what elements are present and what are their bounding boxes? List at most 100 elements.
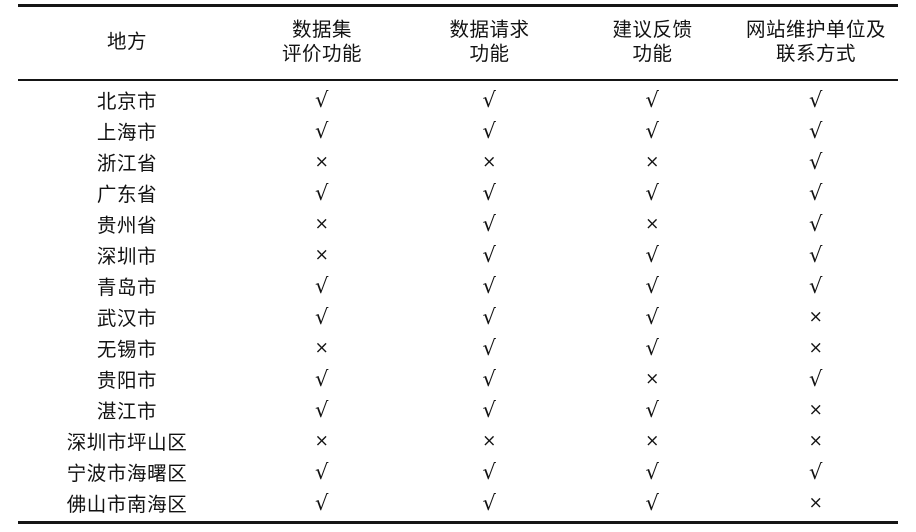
- cell-place: 宁波市海曙区: [66, 462, 188, 485]
- check-icon: √: [315, 181, 329, 205]
- table-row: 贵阳市 √ √ × √: [18, 363, 898, 394]
- cross-icon: ×: [482, 431, 497, 451]
- cell-site-maintainer-contact: ×: [734, 487, 898, 524]
- cell-dataset-evaluation: √: [236, 115, 408, 146]
- column-header-suggestion-feedback-line-1: 建议反馈: [612, 18, 693, 42]
- cross-icon: ×: [808, 493, 824, 513]
- cell-suggestion-feedback: ×: [571, 208, 734, 239]
- cell-data-request: √: [408, 80, 571, 115]
- cell-data-request: √: [408, 270, 571, 301]
- table-row: 无锡市×√√×: [18, 332, 898, 363]
- cell-dataset-evaluation: √: [236, 394, 408, 425]
- check-icon: √: [482, 305, 497, 329]
- cell-place: 贵阳市: [96, 369, 158, 392]
- cell-suggestion-feedback: ×: [571, 363, 734, 394]
- column-header-data-request-line-1: 数据请求: [449, 18, 530, 42]
- cell-site-maintainer-contact: ×: [734, 301, 898, 332]
- check-icon: √: [482, 398, 497, 422]
- cell-suggestion-feedback: √: [571, 80, 734, 115]
- check-icon: √: [315, 119, 329, 143]
- check-icon: √: [809, 212, 823, 236]
- check-icon: √: [482, 460, 497, 484]
- cell-site-maintainer-contact: ×: [734, 394, 898, 425]
- check-icon: √: [809, 367, 823, 391]
- check-icon: √: [645, 88, 660, 112]
- table-container: 地方 数据集 评价功能 数据请求 功能 建议反馈 功能 网站维护单位及 联系方式: [0, 4, 916, 532]
- cell-place: 广东省: [96, 183, 158, 206]
- cell-site-maintainer-contact: ×: [734, 425, 898, 456]
- check-icon: √: [809, 243, 823, 267]
- column-header-data-request-line-2: 功能: [469, 42, 510, 65]
- cross-icon: ×: [482, 152, 497, 172]
- cross-icon: ×: [314, 214, 330, 234]
- check-icon: √: [482, 274, 497, 298]
- cell-dataset-evaluation: √: [236, 80, 408, 115]
- cell-data-request: √: [408, 487, 571, 524]
- cell-place: 浙江省: [96, 152, 158, 175]
- cell-suggestion-feedback: √: [571, 270, 734, 301]
- check-icon: √: [645, 491, 660, 515]
- cell-site-maintainer-contact: √: [734, 270, 898, 301]
- cell-dataset-evaluation: √: [236, 270, 408, 301]
- check-icon: √: [315, 367, 329, 391]
- table-row: 武汉市√√√×: [18, 301, 898, 332]
- cross-icon: ×: [645, 152, 660, 172]
- cell-place: 无锡市: [96, 338, 158, 361]
- cell-data-request: √: [408, 177, 571, 208]
- cell-place: 深圳市: [96, 245, 158, 268]
- check-icon: √: [482, 336, 497, 360]
- cell-data-request: ×: [408, 146, 571, 177]
- check-icon: √: [645, 398, 660, 422]
- cell-suggestion-feedback: √: [571, 115, 734, 146]
- check-icon: √: [482, 212, 497, 236]
- check-icon: √: [809, 181, 823, 205]
- check-icon: √: [809, 88, 823, 112]
- check-icon: √: [809, 274, 823, 298]
- open-data-platform-feature-table: 地方 数据集 评价功能 数据请求 功能 建议反馈 功能 网站维护单位及 联系方式: [18, 4, 898, 524]
- table-row: 深圳市 × √ √ √: [18, 239, 898, 270]
- cross-icon: ×: [314, 431, 330, 451]
- cell-suggestion-feedback: √: [571, 394, 734, 425]
- cell-dataset-evaluation: √: [236, 363, 408, 394]
- table-row: 浙江省×××√: [18, 146, 898, 177]
- cell-data-request: √: [408, 332, 571, 363]
- table-row: 北京市√√√√: [18, 80, 898, 115]
- cell-site-maintainer-contact: ×: [734, 332, 898, 363]
- cell-site-maintainer-contact: √: [734, 239, 898, 270]
- column-header-suggestion-feedback-line-2: 功能: [632, 42, 673, 65]
- check-icon: √: [315, 88, 329, 112]
- cell-dataset-evaluation: ×: [236, 239, 408, 270]
- check-icon: √: [645, 243, 660, 267]
- cell-data-request: √: [408, 208, 571, 239]
- check-icon: √: [809, 460, 823, 484]
- cell-data-request: √: [408, 394, 571, 425]
- check-icon: √: [645, 274, 660, 298]
- check-icon: √: [809, 119, 823, 143]
- column-header-suggestion-feedback: 建议反馈 功能: [571, 4, 734, 81]
- check-icon: √: [482, 243, 497, 267]
- cell-data-request: ×: [408, 425, 571, 456]
- cell-data-request: √: [408, 301, 571, 332]
- check-icon: √: [315, 398, 329, 422]
- check-icon: √: [315, 460, 329, 484]
- column-header-site-maintainer-contact: 网站维护单位及 联系方式: [734, 4, 898, 81]
- column-header-dataset-evaluation: 数据集 评价功能: [236, 4, 408, 81]
- cell-site-maintainer-contact: √: [734, 80, 898, 115]
- table-row: 湛江市√√√×: [18, 394, 898, 425]
- check-icon: √: [645, 460, 660, 484]
- cell-suggestion-feedback: √: [571, 239, 734, 270]
- cell-suggestion-feedback: √: [571, 456, 734, 487]
- column-header-site-maintainer-contact-line-1: 网站维护单位及: [745, 18, 886, 42]
- check-icon: √: [482, 367, 497, 391]
- cross-icon: ×: [808, 431, 824, 451]
- check-icon: √: [482, 88, 497, 112]
- cell-suggestion-feedback: ×: [571, 425, 734, 456]
- column-header-data-request: 数据请求 功能: [408, 4, 571, 81]
- cross-icon: ×: [808, 400, 824, 420]
- cell-data-request: √: [408, 239, 571, 270]
- cross-icon: ×: [645, 431, 660, 451]
- cell-site-maintainer-contact: √: [734, 208, 898, 239]
- check-icon: √: [482, 119, 497, 143]
- cross-icon: ×: [314, 152, 330, 172]
- cell-place: 贵州省: [96, 214, 158, 237]
